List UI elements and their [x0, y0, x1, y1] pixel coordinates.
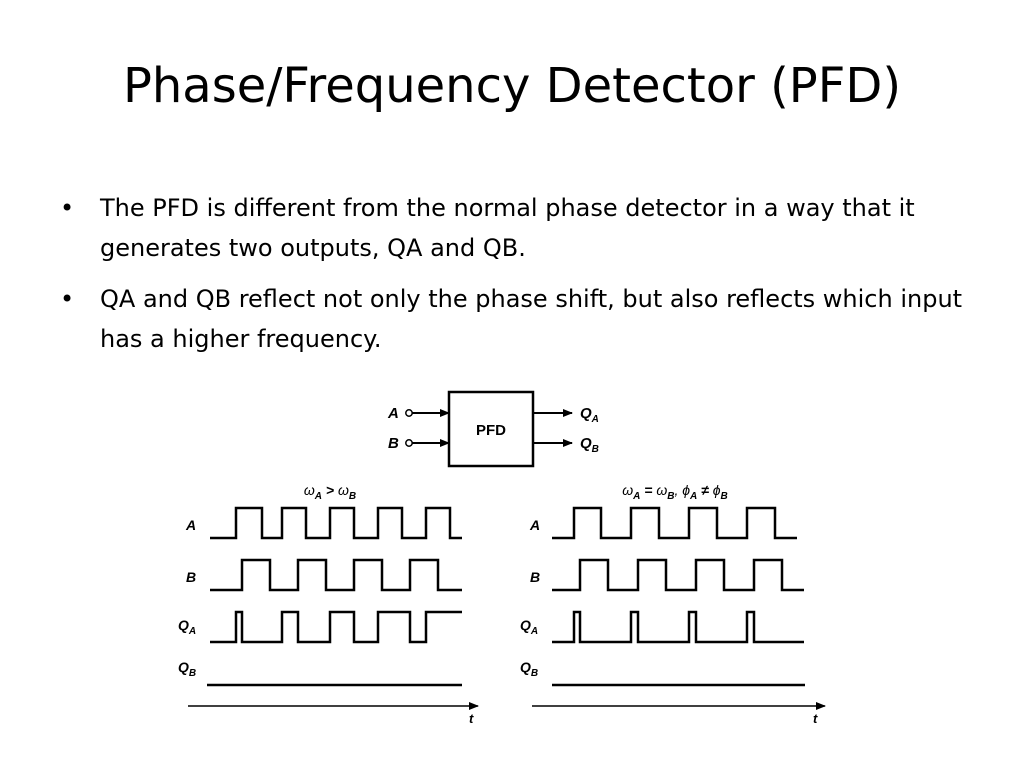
signal-label: QA: [178, 617, 196, 637]
signal-label: QB: [178, 659, 196, 679]
time-label: t: [469, 711, 474, 726]
input-a-label: A: [387, 405, 399, 422]
signal-label: QB: [520, 659, 538, 679]
signal-label: A: [185, 517, 196, 533]
input-b-terminal: [405, 439, 413, 447]
input-a-terminal: [405, 409, 413, 417]
output-qa-label: QA: [580, 405, 599, 425]
bullet-list: • The PFD is different from the normal p…: [60, 188, 980, 370]
pfd-block-label: PFD: [476, 422, 506, 439]
waveform-a: [552, 506, 797, 540]
waveform-qa: [210, 610, 462, 644]
waveform-b: [210, 558, 462, 592]
input-b-label: B: [388, 435, 399, 452]
signal-label: A: [529, 517, 540, 533]
bullet-item: • QA and QB reflect not only the phase s…: [60, 279, 980, 359]
pfd-block-diagram: PFD A B QA QB: [387, 390, 599, 468]
output-qb-label: QB: [580, 435, 599, 455]
condition-label: ωA > ωB: [304, 482, 356, 502]
waveform-b: [552, 558, 804, 592]
condition-label: ωA = ωB, ϕA ≠ ϕB: [622, 482, 728, 502]
slide-title: Phase/Frequency Detector (PFD): [122, 58, 902, 114]
timing-panel-left: ωA > ωB A B QA QB t: [178, 482, 479, 726]
bullet-dot-icon: •: [60, 285, 75, 313]
timing-panel-right: ωA = ωB, ϕA ≠ ϕB A B QA QB t: [520, 482, 826, 726]
bullet-text: The PFD is different from the normal pha…: [100, 194, 915, 262]
waveform-qa: [552, 610, 804, 644]
bullet-item: • The PFD is different from the normal p…: [60, 188, 980, 268]
signal-label: B: [530, 569, 540, 585]
waveform-a: [210, 506, 462, 540]
signal-label: B: [186, 569, 196, 585]
time-label: t: [813, 711, 818, 726]
signal-label: QA: [520, 617, 538, 637]
bullet-text: QA and QB reflect not only the phase shi…: [100, 285, 963, 353]
pfd-block: [447, 390, 535, 468]
pfd-figure: PFD A B QA QB ωA > ωB A B QA QB t ωA = ω…: [178, 390, 826, 726]
bullet-dot-icon: •: [60, 194, 75, 222]
